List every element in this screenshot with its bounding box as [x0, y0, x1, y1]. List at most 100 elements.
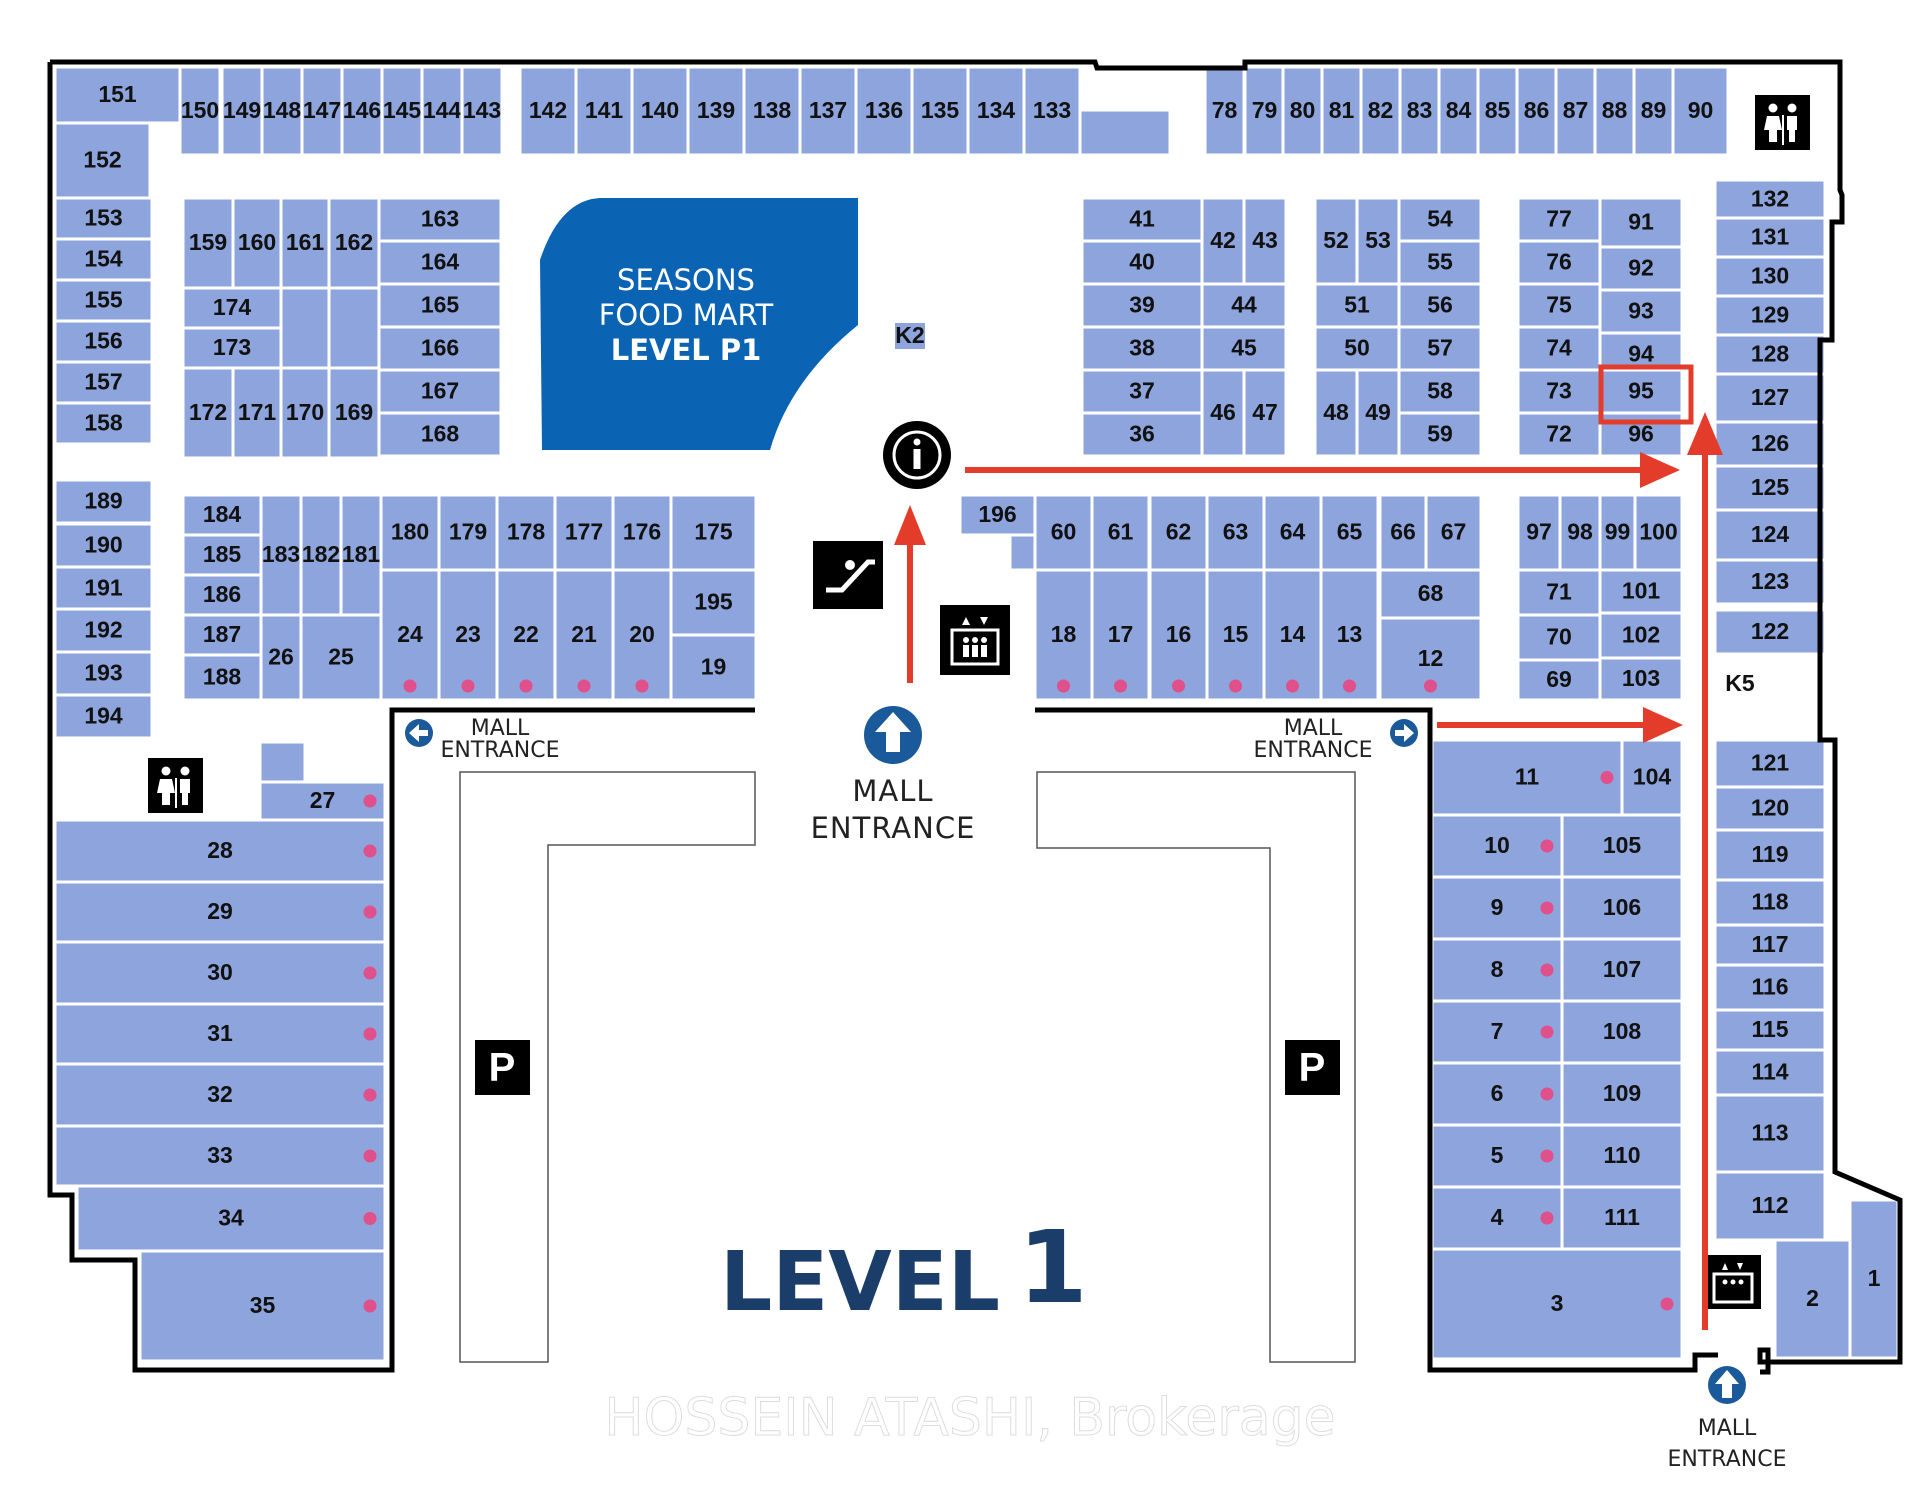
store-unit-166[interactable]: [377, 325, 503, 372]
store-unit-144[interactable]: [420, 65, 464, 157]
store-unit-127[interactable]: [1713, 372, 1827, 424]
entrance-arrow-icon[interactable]: [1708, 1366, 1746, 1404]
store-unit-141[interactable]: [574, 65, 634, 157]
store-unit-181[interactable]: [339, 493, 383, 617]
store-unit-111[interactable]: [1560, 1185, 1684, 1251]
store-unit-159[interactable]: [181, 196, 235, 290]
store-unit-124[interactable]: [1713, 508, 1827, 562]
store-unit-31[interactable]: [53, 1002, 387, 1066]
store-unit-194[interactable]: [53, 693, 154, 740]
store-unit-32[interactable]: [53, 1062, 387, 1128]
store-unit-134[interactable]: [966, 65, 1026, 157]
store-unit-44[interactable]: [1200, 282, 1288, 329]
store-unit-59[interactable]: [1397, 411, 1483, 458]
store-unit-122[interactable]: [1713, 608, 1827, 656]
store-unit-30[interactable]: [53, 940, 387, 1006]
store-unit-137[interactable]: [798, 65, 858, 157]
store-unit-128[interactable]: [1713, 333, 1827, 376]
store-unit-143[interactable]: [460, 65, 504, 157]
store-unit-112[interactable]: [1713, 1170, 1827, 1242]
store-unit-174[interactable]: [181, 286, 283, 330]
store-unit-2[interactable]: [1773, 1238, 1852, 1360]
store-unit-117[interactable]: [1713, 923, 1827, 967]
store-unit-146[interactable]: [340, 65, 384, 157]
entrance-arrow-icon[interactable]: [405, 719, 433, 747]
store-unit-13[interactable]: [1319, 568, 1380, 702]
store-unit-80[interactable]: [1281, 65, 1324, 157]
store-unit-51[interactable]: [1313, 282, 1401, 329]
store-unit-23[interactable]: [437, 568, 499, 702]
store-unit-91[interactable]: [1598, 196, 1684, 249]
store-unit-182[interactable]: [299, 493, 343, 617]
store-unit-108[interactable]: [1560, 999, 1684, 1065]
store-unit-39[interactable]: [1080, 282, 1204, 329]
store-unit-110[interactable]: [1560, 1123, 1684, 1189]
store-unit-58[interactable]: [1397, 368, 1483, 415]
store-unit-1[interactable]: [1848, 1198, 1900, 1360]
store-unit-120[interactable]: [1713, 785, 1827, 832]
store-unit-114[interactable]: [1713, 1048, 1827, 1097]
store-unit-72[interactable]: [1516, 411, 1602, 458]
store-unit-186[interactable]: [181, 573, 263, 617]
store-unit-95[interactable]: [1598, 368, 1684, 415]
store-unit-139[interactable]: [686, 65, 746, 157]
store-unit-158[interactable]: [53, 401, 154, 446]
store-unit-43[interactable]: [1242, 196, 1288, 286]
store-unit-131[interactable]: [1713, 216, 1827, 259]
entrance-arrow-icon[interactable]: [1390, 719, 1418, 747]
store-unit-178[interactable]: [495, 493, 557, 572]
store-unit-192[interactable]: [53, 607, 154, 654]
store-unit-106[interactable]: [1560, 875, 1684, 941]
store-unit-136[interactable]: [854, 65, 914, 157]
store-unit-69[interactable]: [1516, 658, 1602, 702]
store-unit-5[interactable]: [1430, 1123, 1564, 1189]
store-unit-47[interactable]: [1242, 368, 1288, 458]
store-unit-180[interactable]: [379, 493, 441, 572]
store-unit-116[interactable]: [1713, 963, 1827, 1012]
store-unit-161[interactable]: [279, 196, 331, 290]
store-unit-155[interactable]: [53, 278, 154, 323]
store-unit-90[interactable]: [1671, 65, 1730, 157]
store-unit-73[interactable]: [1516, 368, 1602, 415]
store-unit-104[interactable]: [1620, 738, 1684, 817]
store-unit-15[interactable]: [1205, 568, 1266, 702]
store-unit-145[interactable]: [380, 65, 424, 157]
store-unit-17[interactable]: [1090, 568, 1151, 702]
store-unit-133[interactable]: [1022, 65, 1082, 157]
store-unit-35[interactable]: [138, 1249, 387, 1363]
store-unit-27[interactable]: [258, 780, 387, 822]
store-unit-24[interactable]: [379, 568, 441, 702]
store-unit-75[interactable]: [1516, 282, 1602, 329]
store-unit-56[interactable]: [1397, 282, 1483, 329]
store-unit-22[interactable]: [495, 568, 557, 702]
store-unit-6[interactable]: [1430, 1061, 1564, 1127]
store-unit-92[interactable]: [1598, 245, 1684, 292]
store-unit-20[interactable]: [611, 568, 673, 702]
store-unit-19[interactable]: [669, 633, 758, 702]
store-unit-55[interactable]: [1397, 239, 1483, 286]
store-unit-163[interactable]: [377, 196, 503, 243]
store-unit-38[interactable]: [1080, 325, 1204, 372]
store-unit-115[interactable]: [1713, 1008, 1827, 1052]
store-unit-107[interactable]: [1560, 937, 1684, 1003]
store-unit-103[interactable]: [1598, 656, 1684, 702]
store-unit-175[interactable]: [669, 493, 758, 572]
store-unit-85[interactable]: [1476, 65, 1519, 157]
store-unit-150[interactable]: [178, 65, 222, 157]
store-unit-105[interactable]: [1560, 813, 1684, 879]
store-unit-130[interactable]: [1713, 255, 1827, 298]
store-unit-118[interactable]: [1713, 878, 1827, 927]
store-unit-45[interactable]: [1200, 325, 1288, 372]
store-unit-121[interactable]: [1713, 738, 1827, 789]
store-unit-65[interactable]: [1319, 493, 1380, 572]
store-unit-62[interactable]: [1148, 493, 1209, 572]
store-unit-3[interactable]: [1430, 1247, 1684, 1361]
store-unit-48[interactable]: [1313, 368, 1359, 458]
store-unit-84[interactable]: [1437, 65, 1480, 157]
store-unit-179[interactable]: [437, 493, 499, 572]
store-unit-33[interactable]: [53, 1124, 387, 1188]
store-unit-57[interactable]: [1397, 325, 1483, 372]
store-unit-188[interactable]: [181, 653, 263, 702]
store-unit-109[interactable]: [1560, 1061, 1684, 1127]
store-unit-173[interactable]: [181, 326, 283, 370]
